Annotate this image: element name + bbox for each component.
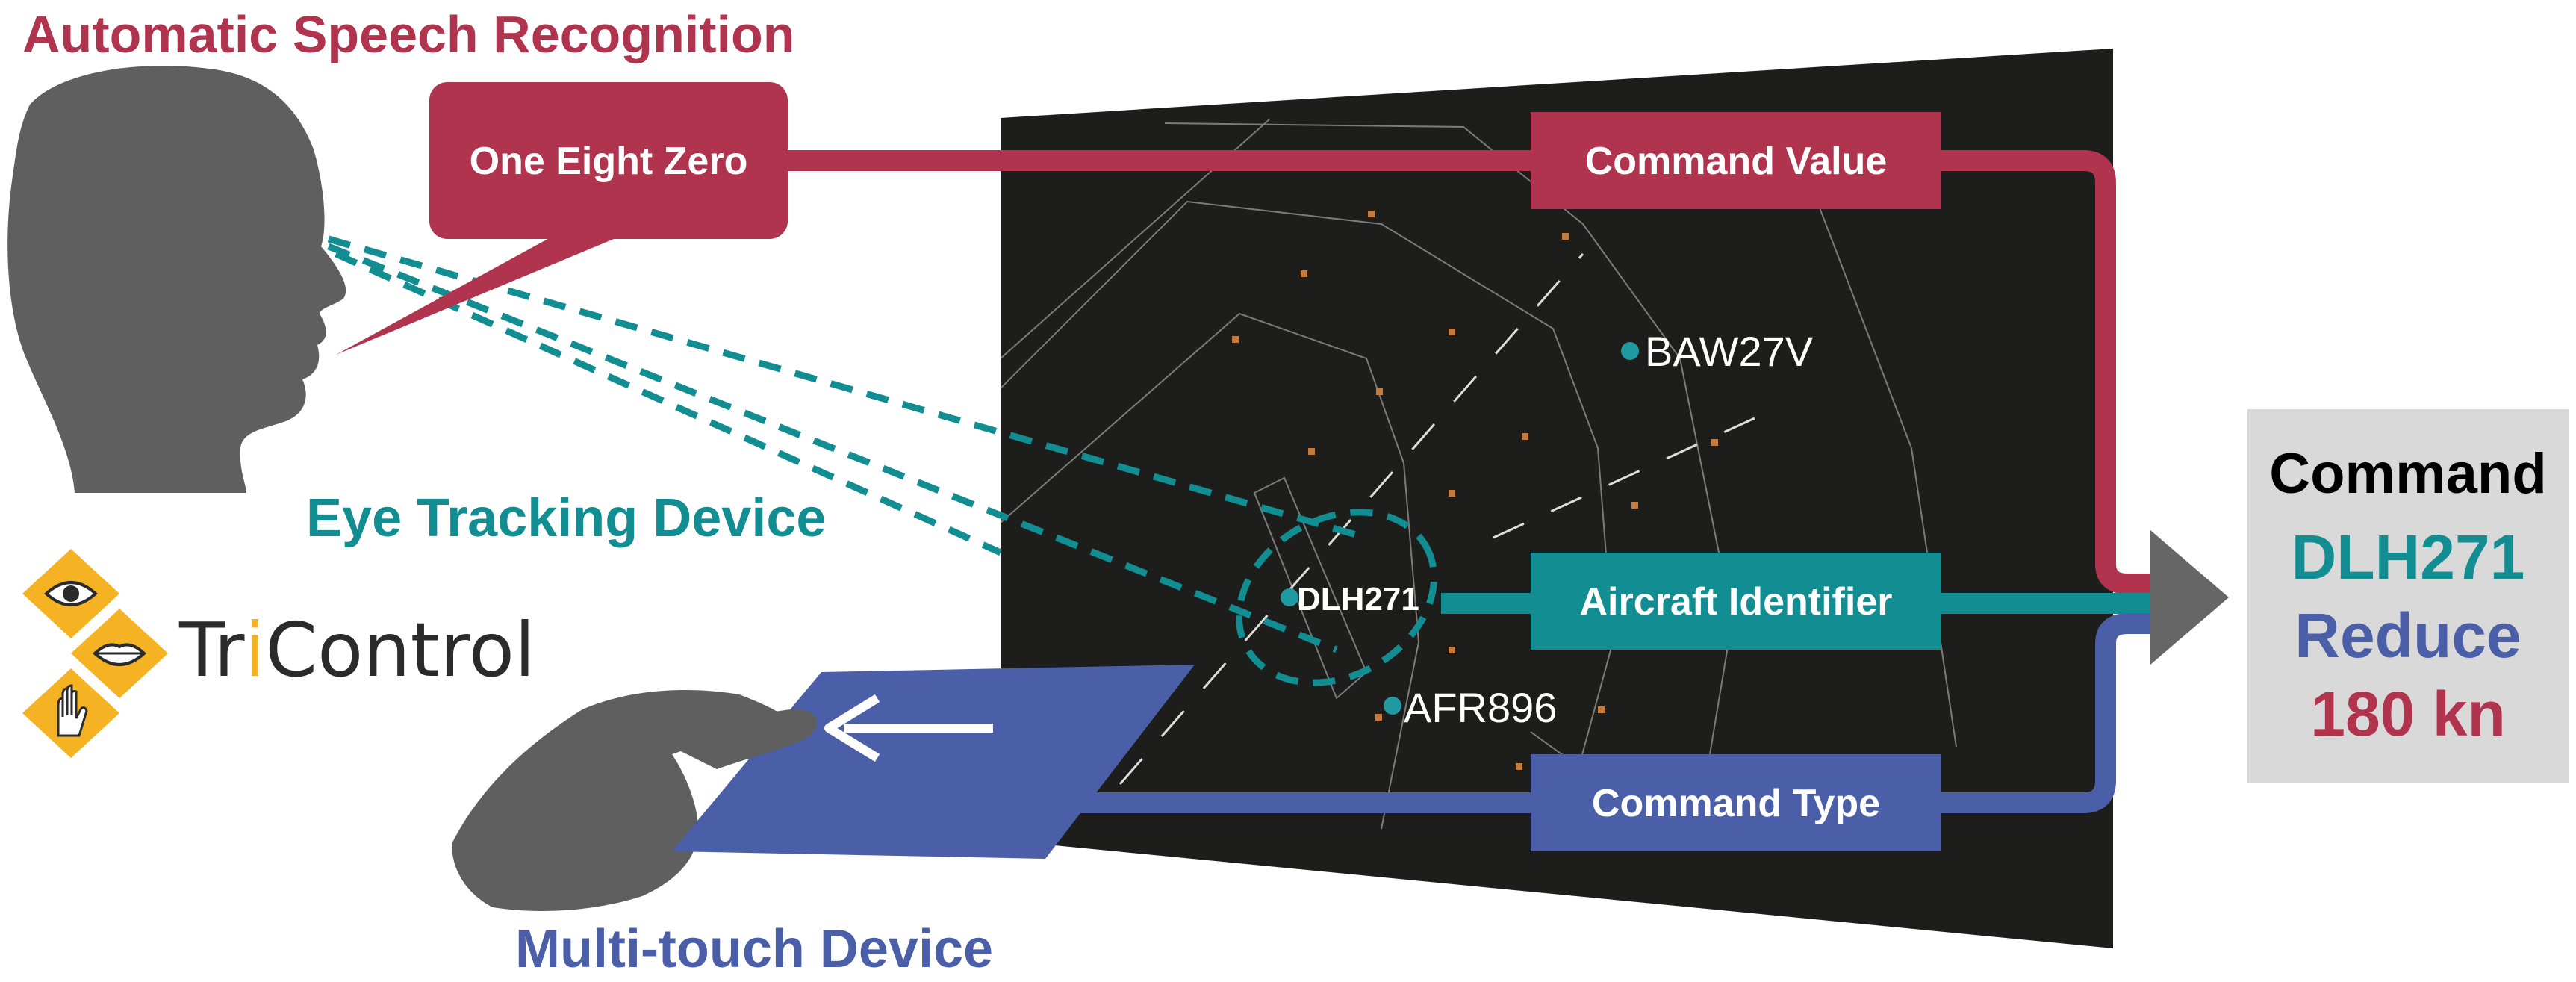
aircraft-identifier-label: Aircraft Identifier: [1580, 580, 1893, 624]
output-title: Command: [2269, 442, 2547, 506]
speech-bubble: One Eight Zero: [336, 82, 788, 355]
gaze-focus-ring: [1235, 509, 1438, 686]
tricontrol-logo: TriControl: [22, 549, 535, 758]
hand-silhouette: [452, 690, 803, 911]
command-value-connector: [788, 150, 2150, 594]
command-type-box: Command Type: [1531, 754, 1941, 851]
output-command-value: 180 kn: [2310, 679, 2506, 749]
aircraft-callsign: AFR896: [1404, 684, 1557, 731]
aircraft-symbol: [1384, 697, 1401, 715]
command-type-connector: [986, 613, 2150, 813]
command-value-box: Command Value: [1531, 112, 1941, 209]
speech-bubble-text: One Eight Zero: [470, 140, 748, 183]
logo-lips-tile: [71, 609, 168, 698]
aircraft-callsign: BAW27V: [1645, 328, 1814, 375]
output-identifier: DLH271: [2292, 522, 2525, 592]
hand-icon: [57, 684, 88, 737]
aircraft-baw27v: BAW27V: [1621, 328, 1814, 375]
aircraft-dlh271: DLH271: [1281, 581, 1419, 618]
navigation-points: [1232, 211, 1718, 770]
aircraft-symbol: [1621, 342, 1639, 360]
command-type-label: Command Type: [1592, 782, 1880, 825]
output-command-type: Reduce: [2295, 600, 2521, 671]
eye-tracking-title: Eye Tracking Device: [306, 488, 826, 548]
logo-hand-tile: [22, 668, 119, 758]
head-silhouette: [7, 66, 346, 493]
command-value-label: Command Value: [1585, 140, 1888, 183]
aircraft-identifier-box: Aircraft Identifier: [1531, 553, 1941, 650]
swipe-arrow-head: [824, 694, 880, 762]
asr-title: Automatic Speech Recognition: [22, 5, 795, 63]
radar-background: [1001, 49, 2113, 948]
multitouch-title: Multi-touch Device: [515, 919, 993, 979]
logo-eye-tile: [22, 549, 119, 638]
aircraft-afr896: AFR896: [1384, 684, 1557, 731]
lips-icon: [93, 643, 146, 666]
aircraft-symbol: [1281, 588, 1298, 606]
approach-centreline: [1119, 253, 1755, 785]
logo-wordmark: TriControl: [178, 606, 535, 694]
pointing-finger: [672, 709, 818, 769]
aircraft-callsign: DLH271: [1297, 581, 1419, 618]
eye-icon: [44, 581, 98, 606]
output-command-box: Command DLH271 Reduce 180 kn: [2247, 409, 2569, 783]
merge-arrow: [2150, 530, 2229, 665]
